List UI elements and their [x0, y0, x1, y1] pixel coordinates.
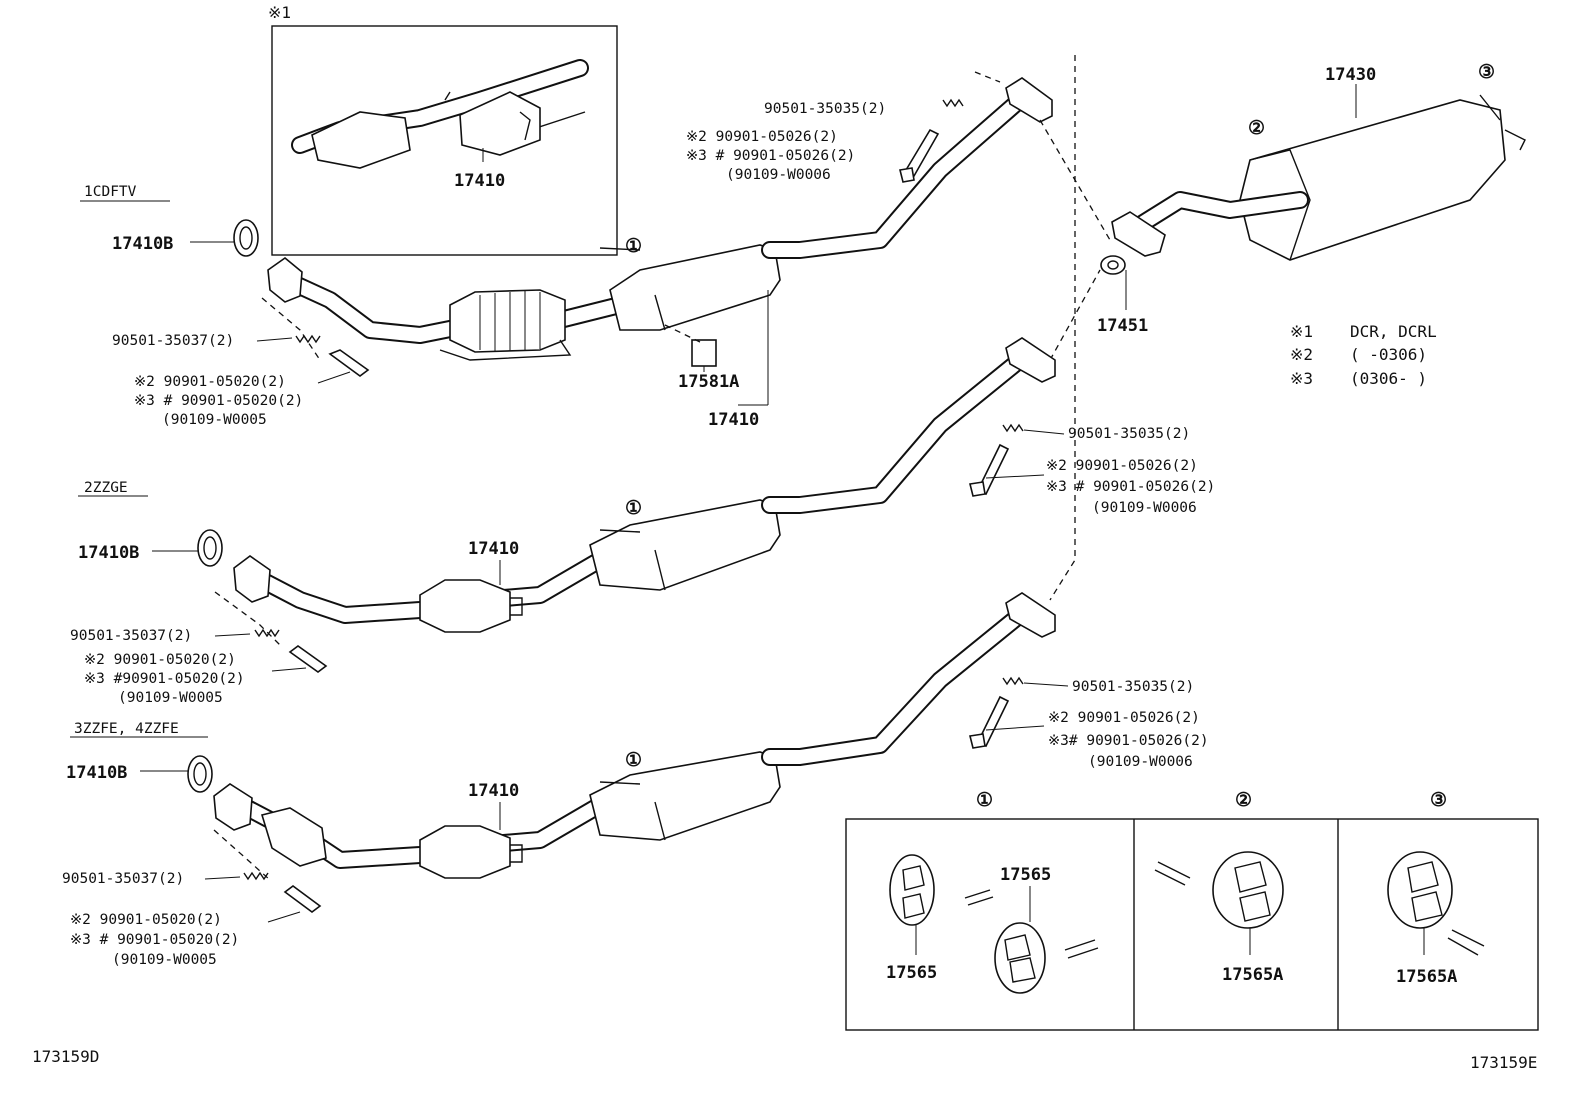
front-flange-2	[233, 555, 271, 603]
gasket-label-1: 17410B	[112, 234, 173, 254]
section-1cdftv: 1CDFTV 17410B ① 90501-35037(2) ※2 90901-…	[80, 71, 1053, 430]
pipe-label-1: 17410	[708, 410, 759, 430]
hanger-ref-1-s2: ①	[625, 497, 642, 519]
bolt-label-3a: ※2 90901-05020(2)	[70, 912, 222, 928]
center-resonator-2	[589, 499, 781, 591]
gasket-label-2: 17410B	[78, 543, 139, 563]
front-flange-1	[267, 256, 303, 303]
bolt-label-2c: (90109-W0005	[118, 690, 223, 706]
rear-bolt-label-1b: ※3 # 90901-05026(2)	[686, 148, 855, 164]
inset-mark: ※1	[268, 3, 291, 22]
front-flange-3	[213, 783, 253, 831]
hanger-label-3: 17565A	[1396, 967, 1457, 987]
muffler-assembly: 17451 17430 ③ ②	[1097, 61, 1526, 336]
muffler-label: 17430	[1325, 65, 1376, 85]
note-2-val: ( -0306)	[1350, 345, 1427, 364]
rear-flange-2	[1005, 337, 1056, 383]
sensor-block-1	[691, 339, 717, 367]
note-3-key: ※3	[1290, 369, 1313, 388]
rear-spring-label-2: 90501-35035(2)	[1068, 426, 1190, 442]
note-1-key: ※1	[1290, 322, 1313, 341]
rear-flange-1	[1005, 77, 1053, 123]
pipe-label-2: 17410	[468, 539, 519, 559]
hanger-detail-panel: ① ② ③ 17565 17565 17565A 17565A	[845, 789, 1539, 1031]
muffler-body	[1239, 99, 1506, 261]
inset-part-label: 17410	[454, 171, 505, 191]
catalytic-converter-1	[449, 289, 566, 353]
hanger-ref-2-muffler: ②	[1248, 117, 1265, 139]
gasket-ring-3	[187, 755, 213, 793]
note-3-val: (0306- )	[1350, 369, 1427, 388]
rear-bolt-label-2c: (90109-W0006	[1092, 500, 1197, 516]
bolt-label-1a: ※2 90901-05020(2)	[134, 374, 286, 390]
muffler-flange	[1111, 211, 1166, 257]
gasket-ring-1	[233, 219, 259, 257]
bolt-label-3b: ※3 # 90901-05020(2)	[70, 932, 239, 948]
bolt-label-1b: ※3 # 90901-05020(2)	[134, 393, 303, 409]
spring-label-3: 90501-35037(2)	[62, 871, 184, 887]
catalytic-converter-3	[419, 825, 511, 879]
hanger-ref-1-s3: ①	[625, 749, 642, 771]
catalytic-converter-2	[419, 579, 511, 633]
spring-label-2: 90501-35037(2)	[70, 628, 192, 644]
hanger-box-ref-1: ①	[976, 789, 993, 811]
rubber-hanger-1b	[994, 922, 1046, 994]
engine-label-3zzfe: 3ZZFE, 4ZZFE	[74, 721, 179, 737]
hanger-box-ref-2: ②	[1235, 789, 1252, 811]
rear-bolt-label-1c: (90109-W0006	[726, 167, 831, 183]
rear-bolt-label-2b: ※3 # 90901-05026(2)	[1046, 479, 1215, 495]
section-2zzge: 2ZZGE 17410B ① 17410 90501-35037(2) ※2 9…	[70, 337, 1215, 706]
spring-label-1: 90501-35037(2)	[112, 333, 234, 349]
hanger-label-1a: 17565	[886, 963, 937, 983]
bolt-label-2a: ※2 90901-05020(2)	[84, 652, 236, 668]
gasket-label-17451: 17451	[1097, 316, 1148, 336]
pipe-label-3: 17410	[468, 781, 519, 801]
hanger-label-1b: 17565	[1000, 865, 1051, 885]
rear-bolt-label-3a: ※2 90901-05026(2)	[1048, 710, 1200, 726]
engine-label-2zzge: 2ZZGE	[84, 480, 128, 496]
rubber-hanger-1a	[889, 854, 935, 926]
section-3zzfe-4zzfe: 3ZZFE, 4ZZFE 17410B ① 17410 90501-35037(…	[62, 592, 1209, 968]
rear-spring-label-1: 90501-35035(2)	[764, 101, 886, 117]
note-1-val: DCR, DCRL	[1350, 322, 1437, 341]
hanger-ref-1-s1: ①	[625, 235, 642, 257]
rear-flange-3	[1005, 592, 1056, 638]
rear-spring-label-3: 90501-35035(2)	[1072, 679, 1194, 695]
rear-bolt-label-1a: ※2 90901-05026(2)	[686, 129, 838, 145]
rear-bolt-label-3c: (90109-W0006	[1088, 754, 1193, 770]
notes-block: ※1 DCR, DCRL ※2 ( -0306) ※3 (0306- )	[1290, 322, 1437, 388]
rear-bolt-label-3b: ※3# 90901-05026(2)	[1048, 733, 1209, 749]
sensor-label-1: 17581A	[678, 372, 739, 392]
bolt-label-2b: ※3 #90901-05020(2)	[84, 671, 245, 687]
inset-box: ※1 17410	[268, 3, 618, 256]
diagram-code-left: 173159D	[32, 1047, 99, 1066]
bolt-label-3c: (90109-W0005	[112, 952, 217, 968]
hanger-label-2: 17565A	[1222, 965, 1283, 985]
gasket-ring-2	[197, 529, 223, 567]
engine-label-1cdftv: 1CDFTV	[84, 184, 137, 200]
bolt-label-1c: (90109-W0005	[162, 412, 267, 428]
front-cat-3	[260, 807, 327, 867]
diagram-code-right: 173159E	[1470, 1053, 1537, 1072]
rear-bolt-label-2a: ※2 90901-05026(2)	[1046, 458, 1198, 474]
hanger-ref-3-muffler: ③	[1478, 61, 1495, 83]
center-resonator-3	[589, 751, 781, 841]
center-resonator-1	[609, 244, 781, 331]
note-2-key: ※2	[1290, 345, 1313, 364]
muffler-gasket-ring	[1100, 255, 1126, 275]
hanger-box-ref-3: ③	[1430, 789, 1447, 811]
gasket-label-3: 17410B	[66, 763, 127, 783]
